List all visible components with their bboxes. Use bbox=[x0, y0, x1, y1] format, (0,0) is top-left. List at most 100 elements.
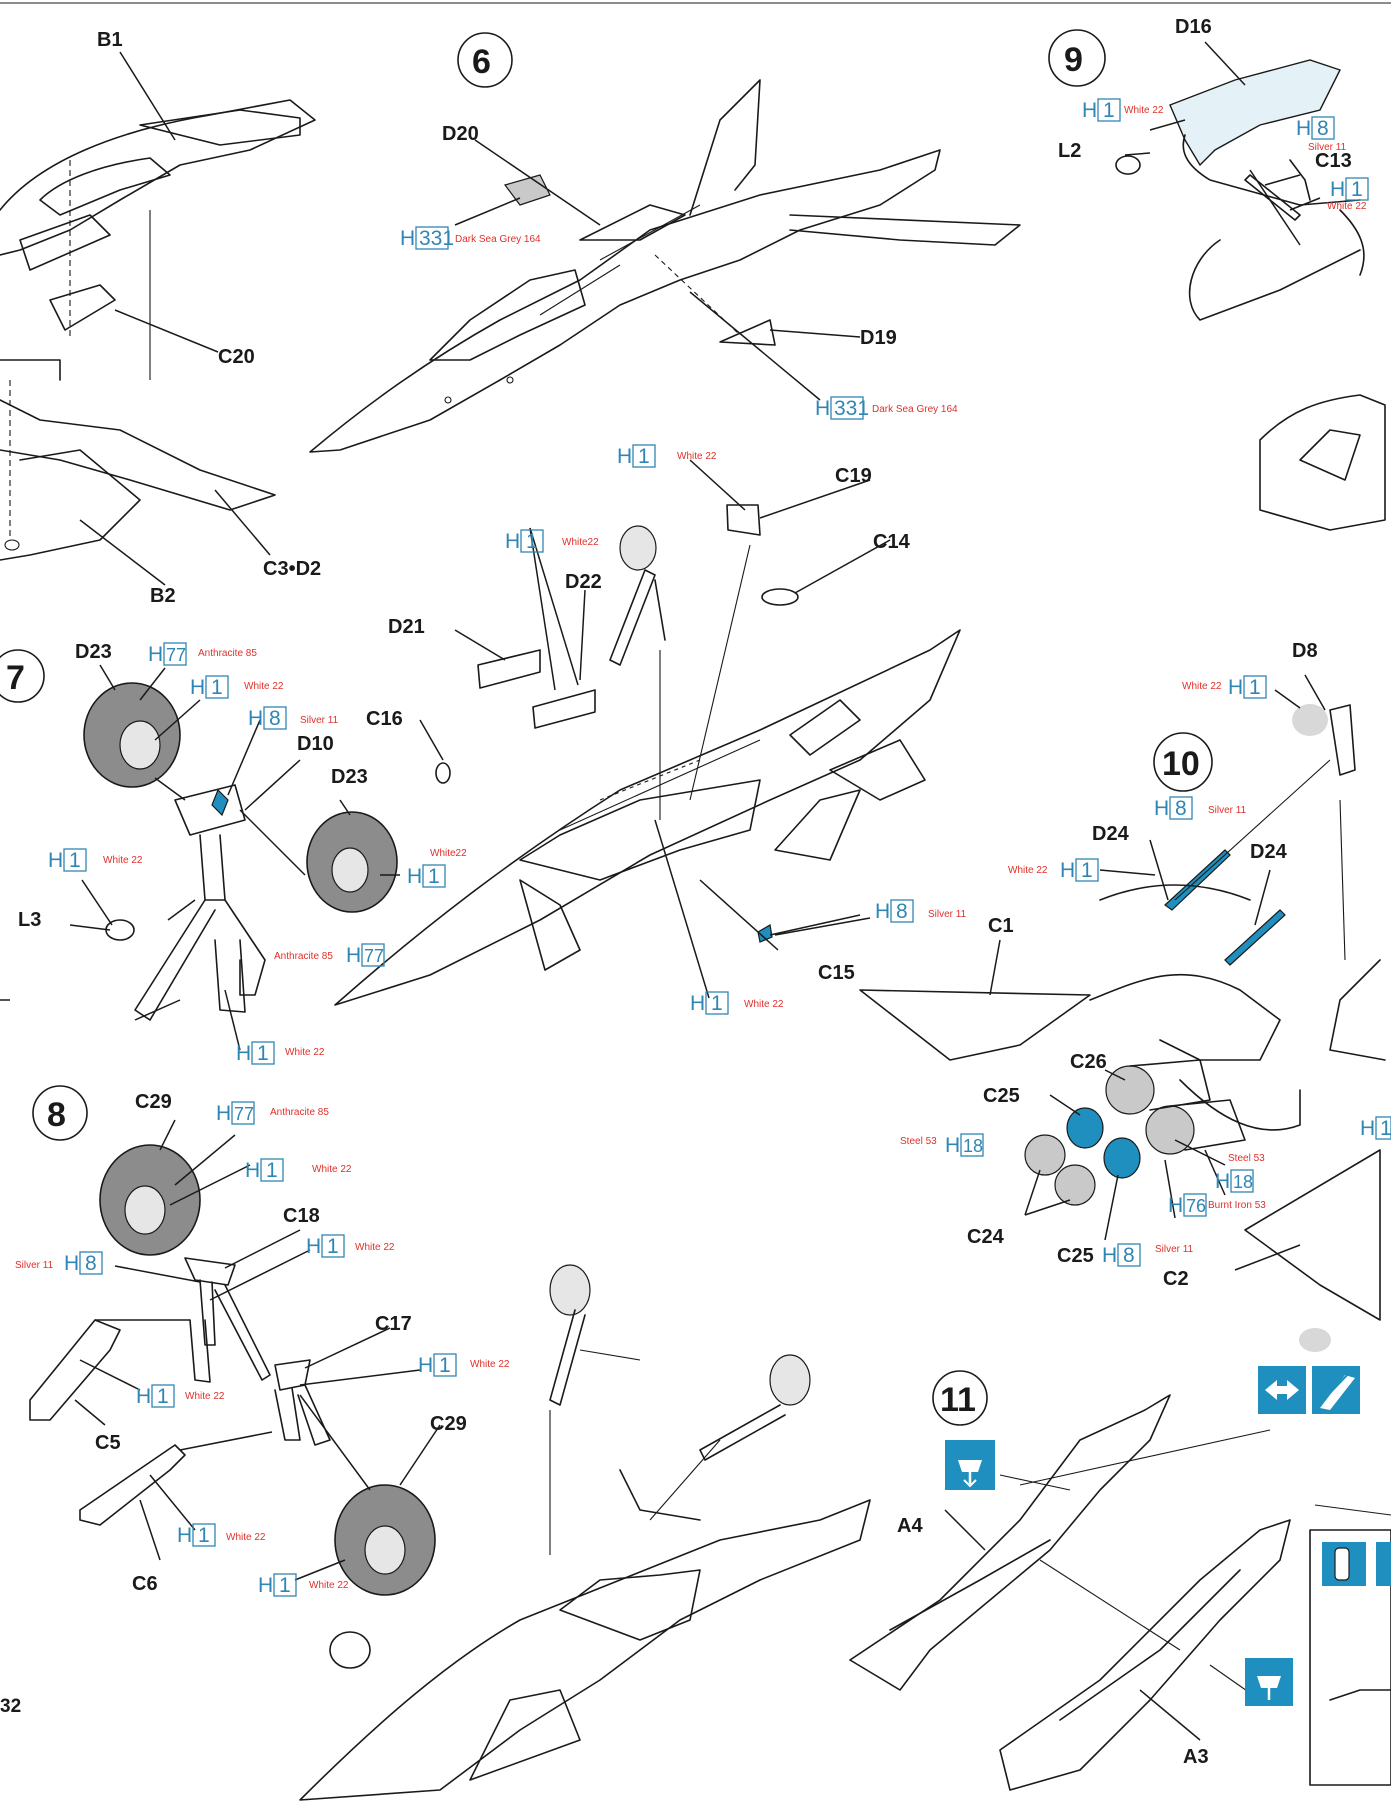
part-label: C5 bbox=[95, 1432, 121, 1454]
svg-text:H: H bbox=[216, 1102, 231, 1125]
paint-callout: H 1 White 22 bbox=[617, 444, 717, 468]
svg-text:76: 76 bbox=[1186, 1196, 1206, 1216]
section-marker-icon bbox=[1322, 1542, 1391, 1586]
svg-text:18: 18 bbox=[963, 1136, 983, 1156]
svg-text:1: 1 bbox=[439, 1354, 451, 1377]
step-number: 7 bbox=[6, 659, 25, 697]
svg-text:Steel 53: Steel 53 bbox=[1228, 1153, 1265, 1164]
paint-callout: H 8 Silver 11 bbox=[1102, 1243, 1194, 1267]
part-label: C6 bbox=[132, 1573, 158, 1595]
svg-text:Steel 53: Steel 53 bbox=[900, 1136, 937, 1147]
paint-callout: H 1 White 22 bbox=[1182, 675, 1267, 699]
paint-callout: H 8 Silver 11 bbox=[875, 899, 967, 923]
part-d19-shape bbox=[719, 319, 776, 346]
part-a4-shape bbox=[849, 1394, 1171, 1691]
step-number: 6 bbox=[472, 43, 491, 81]
svg-text:H: H bbox=[1330, 178, 1345, 201]
svg-text:White 22: White 22 bbox=[470, 1359, 510, 1370]
svg-text:H: H bbox=[1215, 1170, 1230, 1193]
part-d22-shape bbox=[532, 689, 596, 729]
part-label: C20 bbox=[218, 346, 255, 368]
svg-text:White 22: White 22 bbox=[1182, 681, 1222, 692]
paint-callout: H 331 Dark Sea Grey 164 bbox=[400, 226, 541, 250]
paint-callout: H 76 Burnt Iron 53 bbox=[1168, 1193, 1266, 1217]
svg-text:8: 8 bbox=[1123, 1244, 1135, 1267]
svg-text:H: H bbox=[248, 707, 263, 730]
svg-text:1: 1 bbox=[198, 1524, 210, 1547]
part-d16-shape bbox=[1169, 59, 1341, 167]
svg-text:White 22: White 22 bbox=[1124, 105, 1164, 116]
paint-callout: H 1 White 22 bbox=[418, 1353, 510, 1377]
step-numbers: 6 7 8 9 10 11 bbox=[6, 41, 1200, 1419]
paint-callout: H 1 White 22 bbox=[48, 848, 143, 872]
paint-callout: H 1 White22 bbox=[505, 529, 599, 553]
svg-text:H: H bbox=[1154, 797, 1169, 820]
part-label: C26 bbox=[1070, 1051, 1107, 1073]
svg-text:Dark Sea Grey 164: Dark Sea Grey 164 bbox=[872, 404, 958, 415]
part-label: C25 bbox=[983, 1085, 1020, 1107]
part-d8-shape bbox=[1329, 704, 1356, 776]
paint-callout: H 8 Silver 11 bbox=[1154, 796, 1247, 820]
svg-text:H: H bbox=[1296, 117, 1311, 140]
paint-callout: H 1 White 22 bbox=[136, 1384, 225, 1408]
part-c24-upper bbox=[1024, 1134, 1066, 1176]
part-label: D8 bbox=[1292, 640, 1318, 662]
svg-text:Anthracite 85: Anthracite 85 bbox=[198, 648, 257, 659]
glue-icon bbox=[1245, 1658, 1293, 1706]
svg-text:H: H bbox=[48, 849, 63, 872]
svg-text:H: H bbox=[177, 1524, 192, 1547]
paint-callout: H 8 Silver 11 bbox=[1296, 116, 1347, 153]
part-d24-lower bbox=[1224, 909, 1286, 966]
svg-text:H: H bbox=[690, 992, 705, 1015]
svg-text:8: 8 bbox=[1175, 797, 1187, 820]
part-label: C2 bbox=[1163, 1268, 1189, 1290]
svg-text:Dark Sea Grey 164: Dark Sea Grey 164 bbox=[455, 234, 541, 245]
paint-callout: H 1 White 22 bbox=[190, 675, 284, 699]
part-c25-lower bbox=[1103, 1137, 1141, 1179]
svg-text:1: 1 bbox=[266, 1159, 278, 1182]
svg-text:331: 331 bbox=[834, 397, 869, 420]
step-11-drawing bbox=[849, 1366, 1391, 1791]
svg-text:H: H bbox=[1102, 1244, 1117, 1267]
svg-text:1: 1 bbox=[638, 445, 650, 468]
paint-callout: H 77 Anthracite 85 bbox=[216, 1101, 329, 1125]
paint-callout: H 8 Silver 11 bbox=[248, 706, 339, 730]
paint-callout: H 1 White 22 bbox=[177, 1523, 266, 1547]
part-label: C19 bbox=[835, 465, 872, 487]
step-8-drawing bbox=[29, 1085, 441, 1596]
part-c24-lower bbox=[1054, 1164, 1096, 1206]
paint-callout: H 1 bbox=[1360, 1116, 1391, 1140]
svg-text:1: 1 bbox=[1351, 178, 1363, 201]
svg-text:H: H bbox=[190, 676, 205, 699]
part-label: C13 bbox=[1315, 150, 1352, 172]
svg-text:White 22: White 22 bbox=[285, 1047, 325, 1058]
part-label: D10 bbox=[297, 733, 334, 755]
step-7-drawing bbox=[0, 649, 400, 1051]
paint-callout: H 1 White 22 bbox=[306, 1234, 395, 1258]
svg-text:H: H bbox=[400, 227, 415, 250]
paint-callout: H 1 White 22 bbox=[1327, 177, 1369, 212]
svg-text:8: 8 bbox=[269, 707, 281, 730]
svg-text:77: 77 bbox=[166, 645, 186, 665]
svg-text:H: H bbox=[258, 1574, 273, 1597]
svg-text:H: H bbox=[245, 1159, 260, 1182]
part-d10-shape bbox=[211, 788, 229, 817]
svg-text:White 22: White 22 bbox=[226, 1532, 266, 1543]
step-6b-drawing bbox=[334, 459, 961, 1006]
glue-icon bbox=[945, 1440, 995, 1490]
svg-text:18: 18 bbox=[1233, 1172, 1253, 1192]
paint-callout: H 1 White 22 bbox=[236, 1041, 325, 1065]
step-number: 11 bbox=[940, 1381, 976, 1419]
move-arrows-icon bbox=[1258, 1366, 1306, 1414]
paint-callout: H 77 Anthracite 85 bbox=[148, 642, 257, 666]
inset-box bbox=[1309, 1529, 1391, 1786]
svg-text:Anthracite 85: Anthracite 85 bbox=[270, 1107, 329, 1118]
page-number: 32 bbox=[0, 1696, 21, 1717]
nose-wheel bbox=[619, 525, 657, 571]
part-c19-shape bbox=[726, 504, 761, 536]
nose-wheel-8 bbox=[549, 1264, 591, 1316]
paint-callout: H 1 White 22 bbox=[690, 991, 784, 1015]
part-l2-shape bbox=[1115, 155, 1141, 175]
svg-text:H: H bbox=[617, 445, 632, 468]
